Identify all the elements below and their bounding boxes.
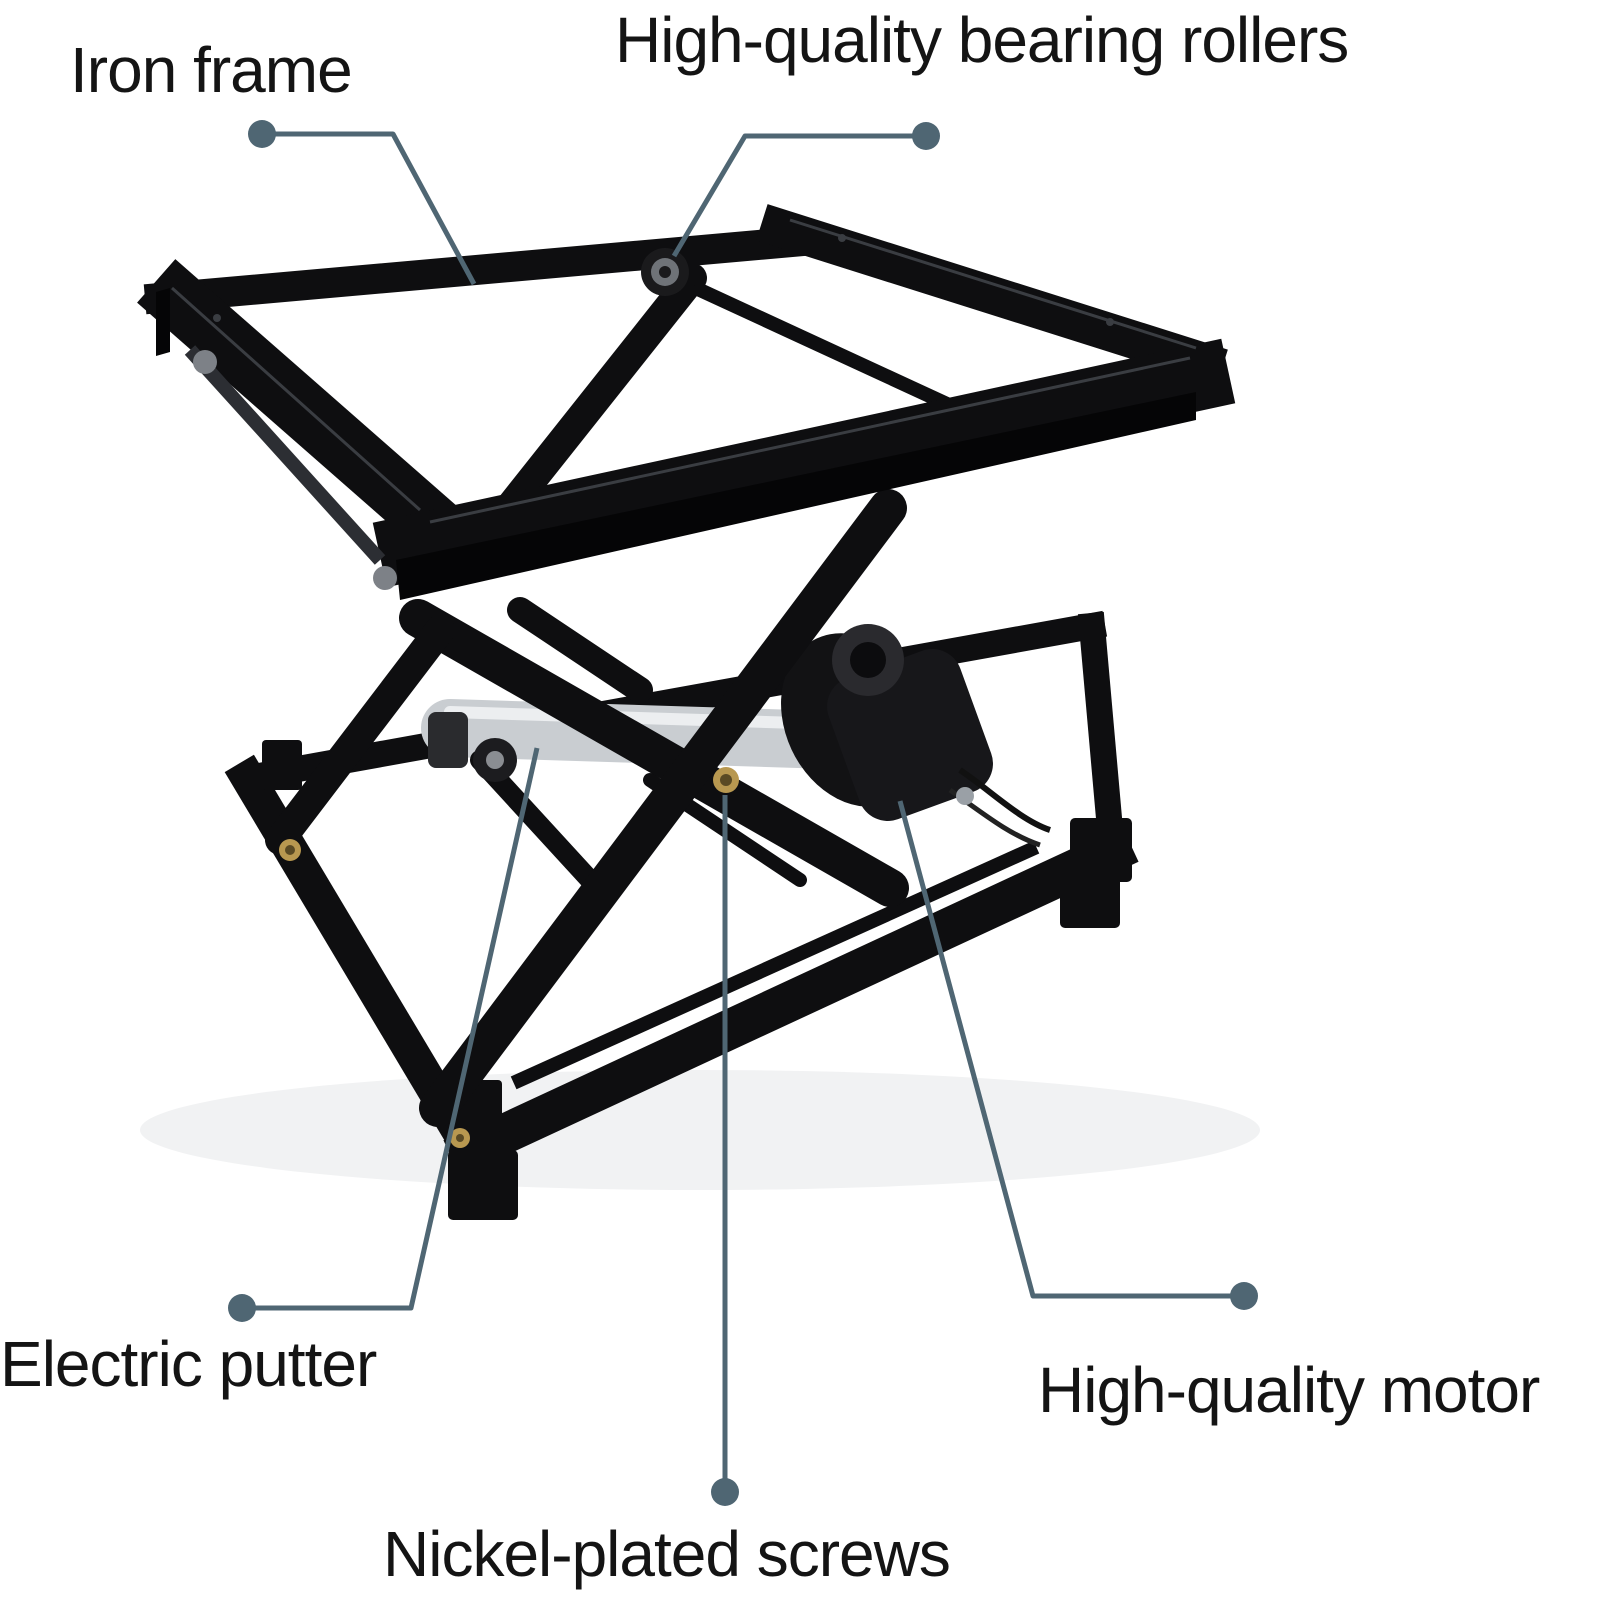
bearing-rollers-label: High-quality bearing rollers	[615, 4, 1349, 76]
leader-electric-putter	[242, 747, 540, 1311]
leader-bearing-rollers	[671, 133, 926, 258]
iron-frame-label: Iron frame	[70, 34, 353, 106]
leader-lines	[242, 131, 1244, 1492]
base-frame	[224, 610, 1139, 1177]
dot-bearing-rollers	[912, 122, 940, 150]
dot-motor	[1230, 1282, 1258, 1310]
top-frame-sides	[156, 288, 1196, 600]
dot-electric-putter	[228, 1294, 256, 1322]
scissor-arms	[265, 263, 967, 1127]
floor-shadow	[140, 1070, 1260, 1190]
top-frame-highlights	[170, 218, 1197, 524]
top-frame	[137, 204, 1236, 588]
leader-dots	[228, 120, 1258, 1506]
slide-track	[184, 345, 397, 590]
motor	[781, 624, 993, 821]
leader-iron-frame	[262, 131, 477, 286]
frame-holes	[213, 234, 1114, 326]
nickel-screws	[279, 767, 974, 1148]
screws-label: Nickel-plated screws	[383, 1518, 951, 1590]
dot-screws	[711, 1478, 739, 1506]
bearing-roller	[641, 248, 689, 296]
dot-iron-frame	[248, 120, 276, 148]
motor-wire	[958, 767, 1052, 833]
electric-putter-label: Electric putter	[0, 1328, 377, 1400]
motor-label: High-quality motor	[1038, 1354, 1540, 1426]
leader-motor	[897, 800, 1244, 1299]
